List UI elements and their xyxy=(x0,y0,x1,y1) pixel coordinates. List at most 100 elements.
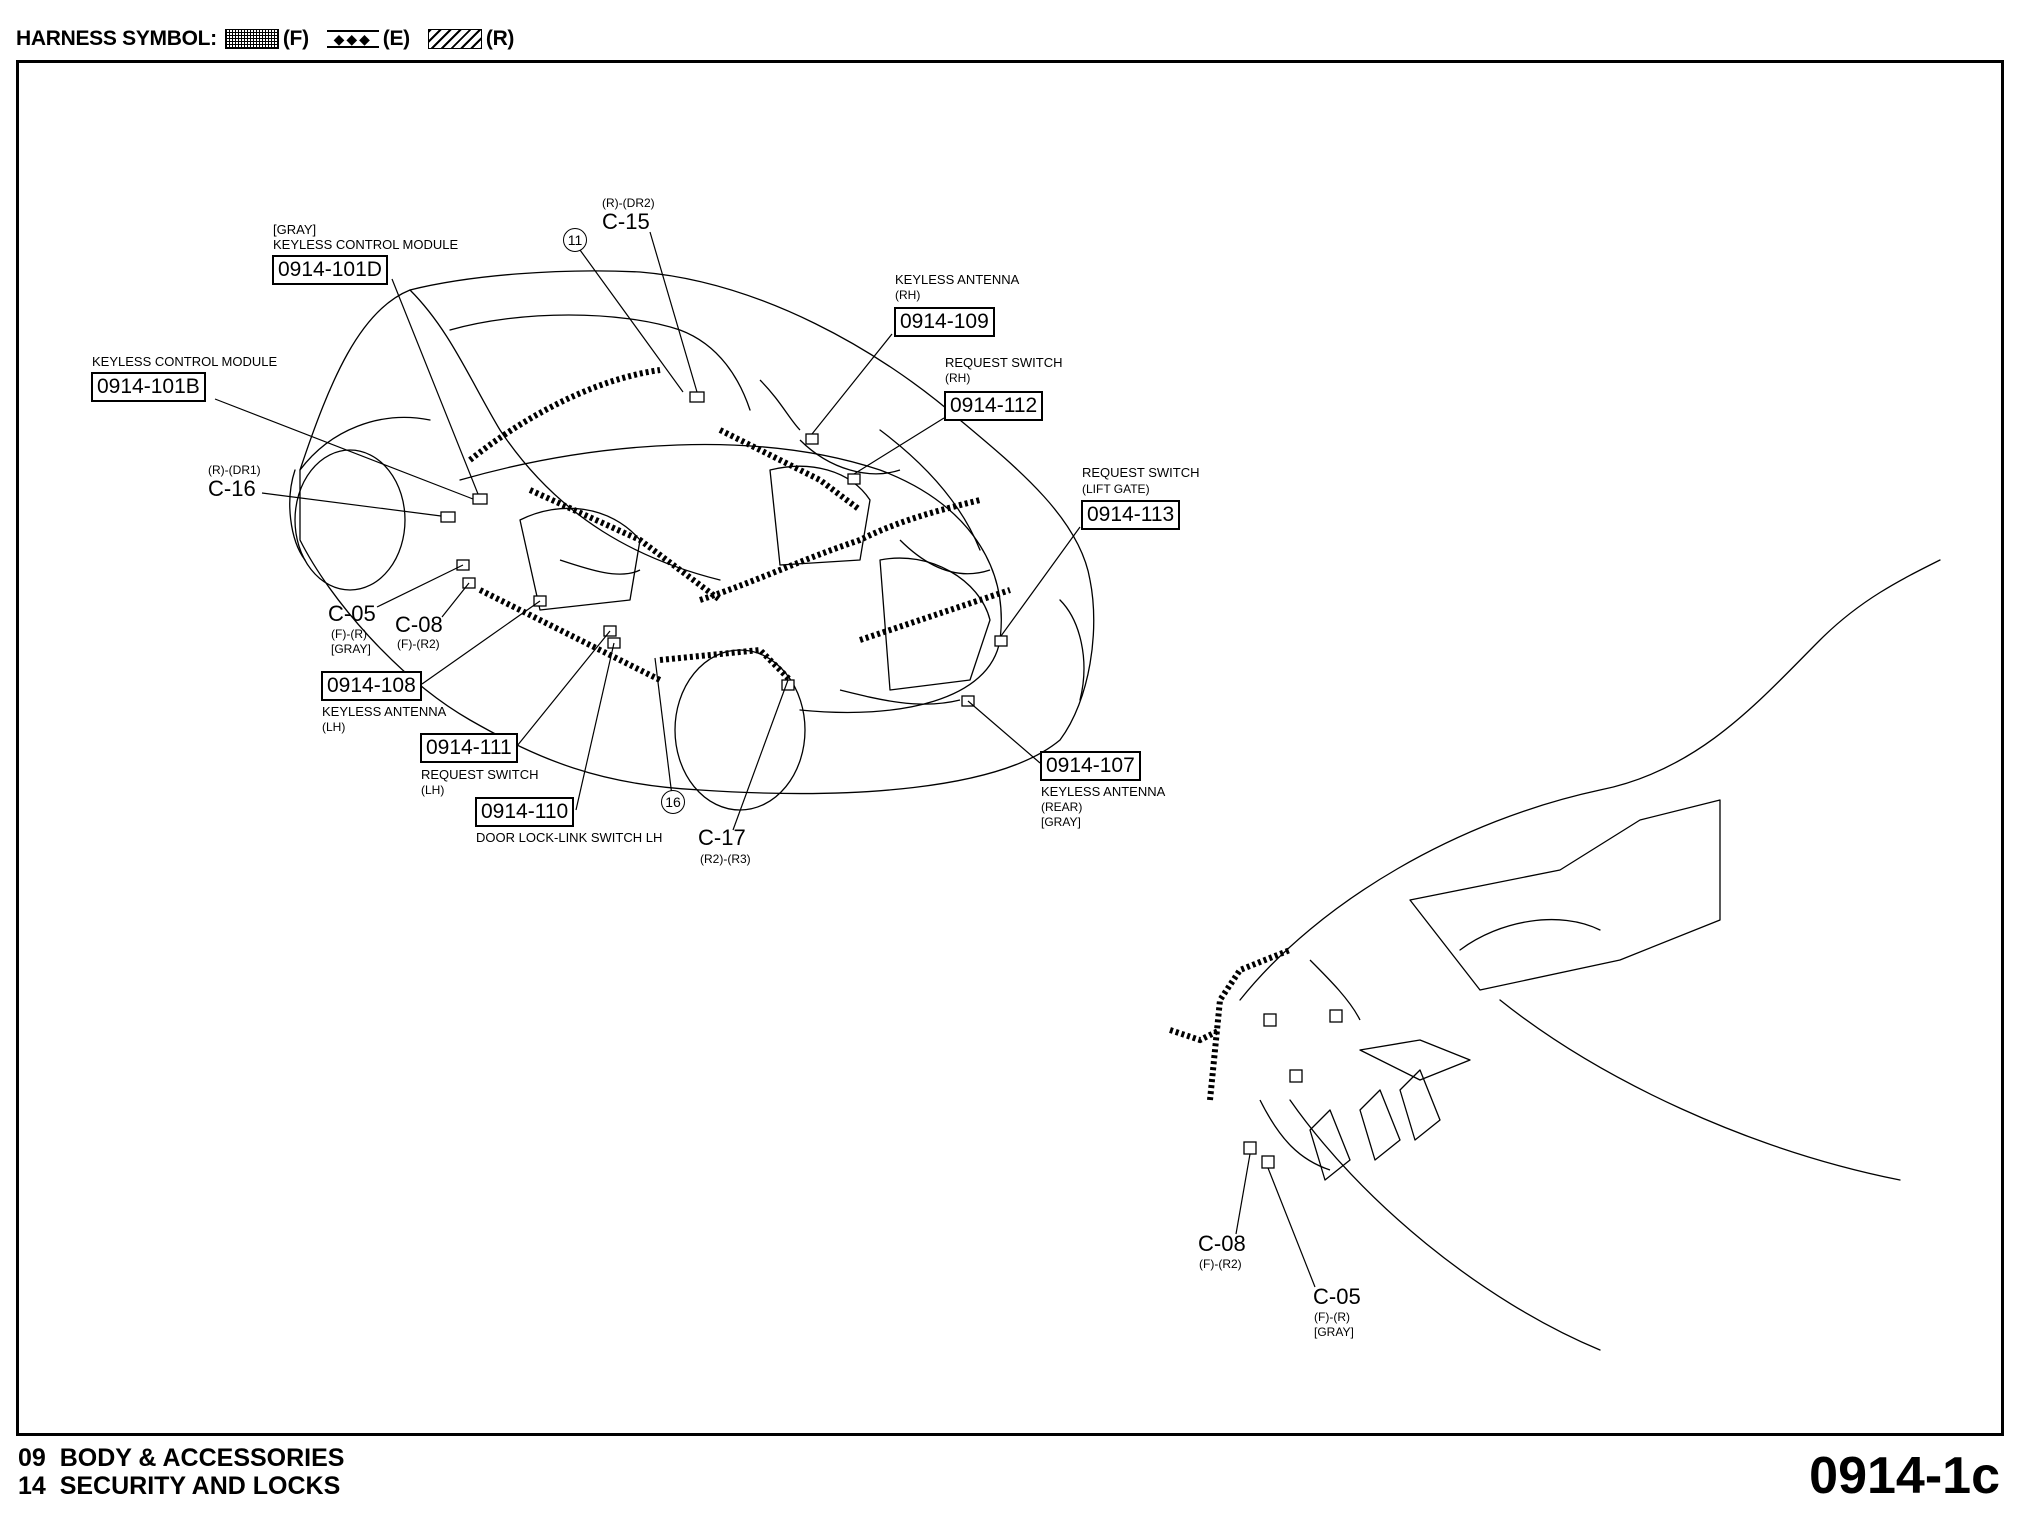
page-code: 0914-1c xyxy=(1809,1447,2000,1505)
inset-main-harness xyxy=(1207,947,1292,1101)
inset-connector-block-c05 xyxy=(1261,1155,1275,1169)
wiring-diagram-art xyxy=(214,231,1941,1351)
engine-harness-symbol: ◆◆◆ xyxy=(326,30,379,48)
inset-connector-block-3 xyxy=(1329,1009,1343,1023)
rear-harness-label: (R) xyxy=(485,27,515,50)
connector-block-req-lg xyxy=(994,635,1008,647)
inset-wire-1 xyxy=(1309,959,1361,1021)
inset-floor-line xyxy=(1499,999,1901,1181)
c16-spec-label: (R)-(DR1) xyxy=(208,463,261,477)
inset-connector-block-2 xyxy=(1289,1069,1303,1083)
ant-lh-side-label: (LH) xyxy=(322,720,346,734)
leader-16 xyxy=(654,657,673,797)
ant-lh-code-box: 0914-108 xyxy=(321,671,422,701)
c17-connector-label: C-17 xyxy=(698,825,746,850)
req-lg-code-box: 0914-113 xyxy=(1081,500,1181,530)
leader-inset-c05 xyxy=(1267,1167,1316,1288)
connector-block-kcm xyxy=(472,493,488,505)
kcm-d-color-label: [GRAY] xyxy=(273,222,317,237)
inset-instrument-panel xyxy=(1409,799,1721,991)
inset-pedal-3 xyxy=(1399,1069,1441,1141)
car-hood-line xyxy=(299,416,431,471)
tunnel-harness xyxy=(699,497,981,603)
inset-gauge-hood xyxy=(1459,919,1601,951)
ant-rear-color-label: [GRAY] xyxy=(1041,815,1081,829)
leader-lines xyxy=(214,231,1316,1288)
leader-c16 xyxy=(261,492,442,517)
ant-rear-side-label: (REAR) xyxy=(1041,800,1083,814)
roof-harness xyxy=(468,367,661,463)
inset-door-edge xyxy=(1289,1099,1601,1351)
inset-c08-spec-label: (F)-(R2) xyxy=(1199,1257,1242,1271)
inset-c05-spec-label: (F)-(R) xyxy=(1314,1310,1350,1324)
car-body-outline xyxy=(299,270,1095,795)
req-rh-side-label: (RH) xyxy=(945,371,971,385)
section-security-locks: 14 SECURITY AND LOCKS xyxy=(18,1472,341,1500)
seat-right xyxy=(769,465,871,566)
ground-point-16: 16 xyxy=(661,790,685,814)
inset-connector-block-1 xyxy=(1263,1013,1277,1027)
req-lg-side-label: (LIFT GATE) xyxy=(1082,482,1150,496)
car-roof-line xyxy=(409,289,721,581)
leader-11 xyxy=(579,249,684,393)
rear-left-wheel xyxy=(674,649,806,811)
c08-spec-label: (F)-(R2) xyxy=(397,637,440,651)
ant-rear-code-box: 0914-107 xyxy=(1040,751,1141,781)
floor-harness-center xyxy=(528,487,722,603)
kcm-b-desc-label: KEYLESS CONTROL MODULE xyxy=(92,354,278,369)
connector-block-ant-rh xyxy=(805,433,819,445)
c16-connector-label: C-16 xyxy=(208,476,256,501)
c17-harness xyxy=(659,646,793,683)
wire-3 xyxy=(559,559,641,575)
vehicle-outline xyxy=(289,270,1941,1351)
ant-rh-desc-label: KEYLESS ANTENNA xyxy=(895,272,1020,287)
inset-wire-2 xyxy=(1259,1099,1331,1171)
inset-connector-block-c08 xyxy=(1243,1141,1257,1155)
req-rh-desc-label: REQUEST SWITCH xyxy=(945,355,1063,370)
ant-rear-desc-label: KEYLESS ANTENNA xyxy=(1041,784,1166,799)
wire-2 xyxy=(799,439,901,475)
door-lh-code-box: 0914-110 xyxy=(475,797,575,827)
wire-1 xyxy=(759,379,801,431)
req-lg-desc-label: REQUEST SWITCH xyxy=(1082,465,1200,480)
inset-c05-color-label: [GRAY] xyxy=(1314,1325,1354,1339)
seat-left xyxy=(519,507,641,611)
req-rh-code-box: 0914-112 xyxy=(944,391,1044,421)
leader-inset-c08 xyxy=(1235,1153,1251,1235)
inset-pedal-2 xyxy=(1359,1089,1401,1161)
front-harness-label: (F) xyxy=(282,27,309,50)
front-bumper xyxy=(289,469,306,561)
windshield xyxy=(449,314,751,411)
c05-connector-label: C-05 xyxy=(328,601,376,626)
harness-symbol-legend: HARNESS SYMBOL: (F) ◆◆◆ (E) (R) xyxy=(16,24,524,54)
ant-lh-desc-label: KEYLESS ANTENNA xyxy=(322,704,447,719)
leader-req-rh xyxy=(853,417,945,475)
req-lh-code-box: 0914-111 xyxy=(420,733,518,763)
rear-bumper xyxy=(1059,599,1085,701)
c08-connector-label: C-08 xyxy=(395,612,443,637)
rear-window xyxy=(879,429,981,551)
wire-4 xyxy=(899,539,991,575)
leader-kcm-b xyxy=(214,398,474,500)
section-headings: 09 BODY & ACCESSORIES 14 SECURITY AND LO… xyxy=(18,1444,344,1500)
connector-block-c16 xyxy=(440,511,456,523)
connector-block-req-rh xyxy=(847,473,861,485)
engine-harness-label: (E) xyxy=(382,27,410,50)
diagram-frame xyxy=(16,60,2004,1436)
inset-pedal-1 xyxy=(1309,1109,1351,1181)
floor-outline xyxy=(459,443,1002,714)
leader-c08 xyxy=(441,582,470,618)
c17-spec-label: (R2)-(R3) xyxy=(700,852,751,866)
leader-ant-rear xyxy=(967,700,1041,764)
leader-req-lg xyxy=(1000,526,1081,637)
wire-branches xyxy=(559,379,1361,1171)
inset-c05-connector-label: C-05 xyxy=(1313,1284,1361,1309)
front-left-wheel xyxy=(294,449,406,591)
ant-rh-side-label: (RH) xyxy=(895,288,921,302)
c05-color-label: [GRAY] xyxy=(331,642,371,656)
door-lh-desc-label: DOOR LOCK-LINK SWITCH LH xyxy=(476,830,663,845)
c15-connector-label: C-15 xyxy=(602,209,650,234)
leader-c15 xyxy=(649,231,698,393)
harness-runs xyxy=(468,367,1292,1101)
front-harness-symbol xyxy=(224,29,279,49)
